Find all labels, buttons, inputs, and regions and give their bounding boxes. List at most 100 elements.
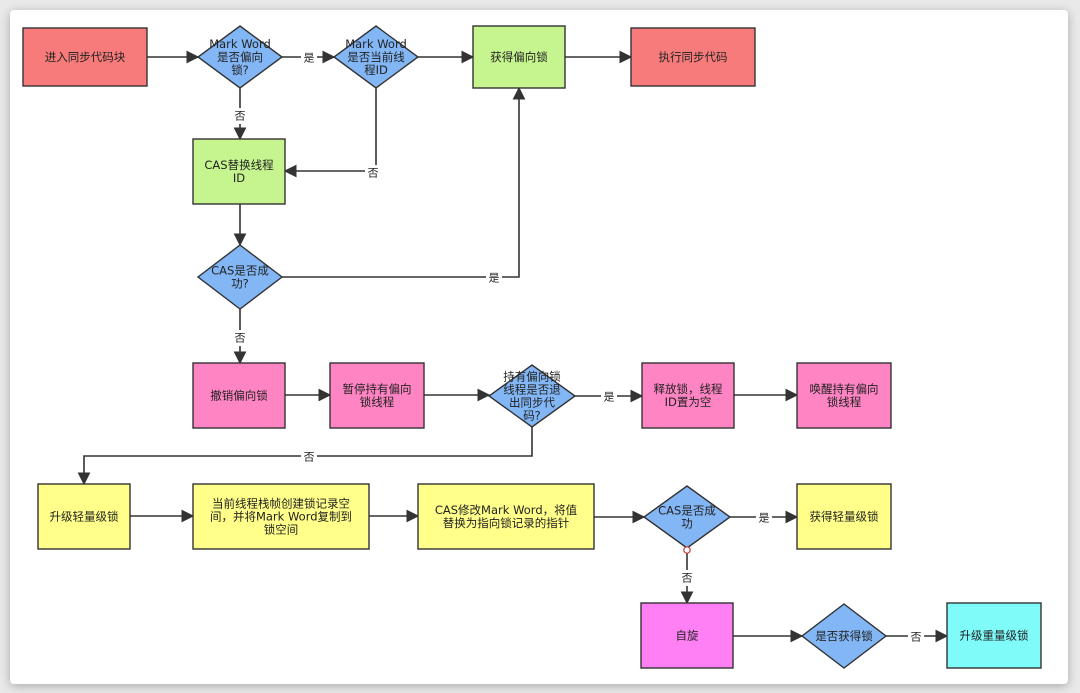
- process-get-light: 获得轻量级锁: [796, 483, 892, 550]
- node-label-line: 功?: [231, 277, 249, 291]
- decision-q-acquired: 是否获得锁: [800, 603, 888, 669]
- edge-label: 是: [486, 270, 502, 286]
- process-box: [192, 483, 370, 550]
- node-label-line: 间，并将Mark Word复制到: [210, 510, 352, 524]
- decision-shape: [196, 25, 284, 89]
- node-label-line: 是否当前线: [347, 50, 405, 64]
- edge-label-text: 否: [235, 110, 246, 123]
- edge-label-text: 否: [235, 332, 246, 345]
- node-label-line: Mark Word: [345, 37, 407, 51]
- node-label-line: ID: [233, 171, 245, 185]
- process-box: [641, 362, 735, 429]
- node-label-line: 线程是否退: [503, 383, 561, 397]
- edge-label-text: 是: [304, 52, 315, 65]
- edge-label: 否: [908, 629, 924, 645]
- process-box: [417, 483, 595, 550]
- process-exec-sync: 执行同步代码: [630, 27, 756, 87]
- node-label-line: 升级重量级锁: [960, 629, 1029, 643]
- edge-label: 是: [756, 510, 772, 526]
- node-label-line: CAS是否成: [211, 264, 269, 278]
- edge-q_cas1-to-get_biased: [282, 86, 526, 278]
- process-box: [640, 602, 734, 669]
- edge-label-text: 是: [604, 391, 615, 404]
- node-label-line: 替换为指向锁记录的指针: [443, 516, 570, 530]
- node-label-line: 释放锁，线程: [654, 382, 723, 396]
- diagram-canvas: [10, 10, 1068, 684]
- node-label-line: 锁空间: [264, 523, 299, 537]
- node-label-line: 获得轻量级锁: [810, 510, 879, 524]
- process-box: [796, 362, 892, 429]
- process-spin: 自旋: [640, 602, 734, 669]
- node-label-line: 执行同步代码: [659, 50, 728, 64]
- edge-label: 否: [232, 108, 248, 124]
- node-label-line: ID置为空: [665, 395, 712, 409]
- process-enter-sync: 进入同步代码块: [22, 27, 148, 87]
- node-label-line: 升级轻量级锁: [50, 510, 119, 524]
- process-box: [329, 362, 425, 429]
- decision-shape: [487, 364, 577, 428]
- process-box: [192, 138, 286, 205]
- node-label-line: 码?: [523, 409, 541, 423]
- node-label-line: 是否获得锁: [815, 629, 873, 643]
- edge-label: 否: [232, 330, 248, 346]
- edge-label-text: 否: [368, 167, 379, 180]
- edge-q_markword_current-to-cas_replace: [283, 88, 377, 178]
- node-label-line: 暂停持有偏向: [343, 382, 412, 396]
- node-label-line: 自旋: [676, 629, 699, 643]
- node-label-line: 功: [681, 517, 693, 531]
- node-label-line: 锁?: [231, 63, 249, 77]
- edge-label: 是: [601, 389, 617, 405]
- node-label-line: 撤销偏向锁: [210, 389, 268, 403]
- node-label-line: 锁线程: [827, 395, 862, 409]
- decision-shape: [196, 244, 284, 310]
- process-upgrade-heavy: 升级重量级锁: [946, 602, 1042, 669]
- process-box: [192, 362, 286, 429]
- process-get-biased: 获得偏向锁: [472, 25, 566, 89]
- node-label-line: CAS替换线程: [204, 158, 274, 172]
- node-label-line: Mark Word: [209, 37, 271, 51]
- edge-label-text: 是: [489, 272, 500, 285]
- node-label-line: CAS修改Mark Word，将值: [435, 503, 578, 517]
- node-label-line: 出同步代: [509, 396, 555, 410]
- edge-label: 是: [301, 50, 317, 66]
- edge-label-text: 否: [682, 572, 693, 585]
- process-box: [22, 27, 148, 87]
- node-label-line: 持有偏向锁: [503, 370, 561, 384]
- node-label-line: 是否偏向: [217, 50, 263, 64]
- process-box: [630, 27, 756, 87]
- process-upgrade-light: 升级轻量级锁: [37, 483, 131, 550]
- connector-dot: [683, 546, 691, 554]
- node-label-line: 当前线程栈帧创建锁记录空: [212, 497, 350, 511]
- node-label-line: 获得偏向锁: [490, 50, 548, 64]
- process-box: [946, 602, 1042, 669]
- decision-shape: [332, 25, 420, 89]
- edge-label: 否: [301, 449, 317, 465]
- process-box: [37, 483, 131, 550]
- process-box: [796, 483, 892, 550]
- edge-label-text: 否: [304, 451, 315, 464]
- node-label-line: 进入同步代码块: [45, 50, 126, 64]
- node-label-line: 唤醒持有偏向: [810, 382, 879, 396]
- node-label-line: 程ID: [364, 63, 388, 77]
- process-revoke: 撤销偏向锁: [192, 362, 286, 429]
- process-box: [472, 25, 566, 89]
- node-label-line: CAS是否成: [658, 504, 716, 518]
- edge-label: 否: [365, 165, 381, 181]
- edge-label-text: 是: [759, 512, 770, 525]
- edge-label: 否: [679, 570, 695, 586]
- node-label-line: 锁线程: [360, 395, 395, 409]
- edge-label-text: 否: [911, 631, 922, 644]
- decision-shape: [800, 603, 888, 669]
